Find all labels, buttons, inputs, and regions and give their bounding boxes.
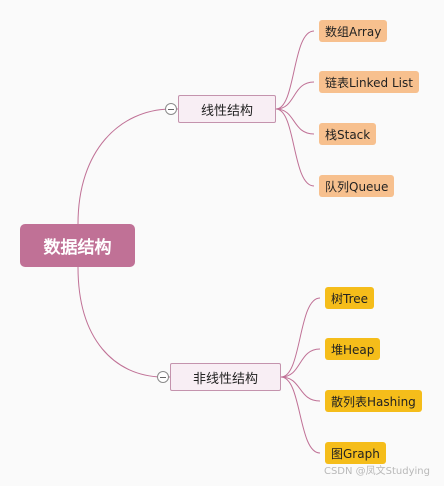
- connector-nonlinear-tree: [280, 297, 321, 378]
- connector-root-linear: [77, 108, 171, 225]
- connector-nonlinear-graph: [280, 376, 321, 454]
- leaf-node-tree[interactable]: 树Tree: [325, 287, 375, 309]
- leaf-node-graph[interactable]: 图Graph: [325, 442, 386, 464]
- leaf-node-stack[interactable]: 栈Stack: [319, 123, 377, 145]
- root-node[interactable]: 数据结构: [20, 224, 135, 267]
- leaf-node-hashing[interactable]: 散列表Hashing: [325, 390, 422, 412]
- connector-linear-linkedlist: [275, 81, 315, 110]
- collapse-linear-icon[interactable]: [165, 103, 177, 115]
- leaf-node-queue[interactable]: 队列Queue: [319, 175, 395, 197]
- leaf-node-heap[interactable]: 堆Heap: [325, 338, 381, 360]
- branch-node-nonlinear[interactable]: 非线性结构: [170, 363, 281, 391]
- connector-nonlinear-heap: [280, 348, 321, 378]
- connector-linear-array: [275, 30, 315, 110]
- collapse-nonlinear-icon[interactable]: [157, 371, 169, 383]
- branch-node-linear[interactable]: 线性结构: [178, 95, 276, 123]
- connector-root-nonlinear: [77, 266, 163, 378]
- leaf-node-array[interactable]: 数组Array: [319, 20, 388, 42]
- leaf-node-linkedlist[interactable]: 链表Linked List: [319, 71, 419, 93]
- connector-linear-stack: [275, 108, 315, 135]
- connector-nonlinear-hashing: [280, 376, 321, 402]
- watermark: CSDN @凤文Studying: [323, 466, 430, 477]
- connector-linear-queue: [275, 108, 315, 187]
